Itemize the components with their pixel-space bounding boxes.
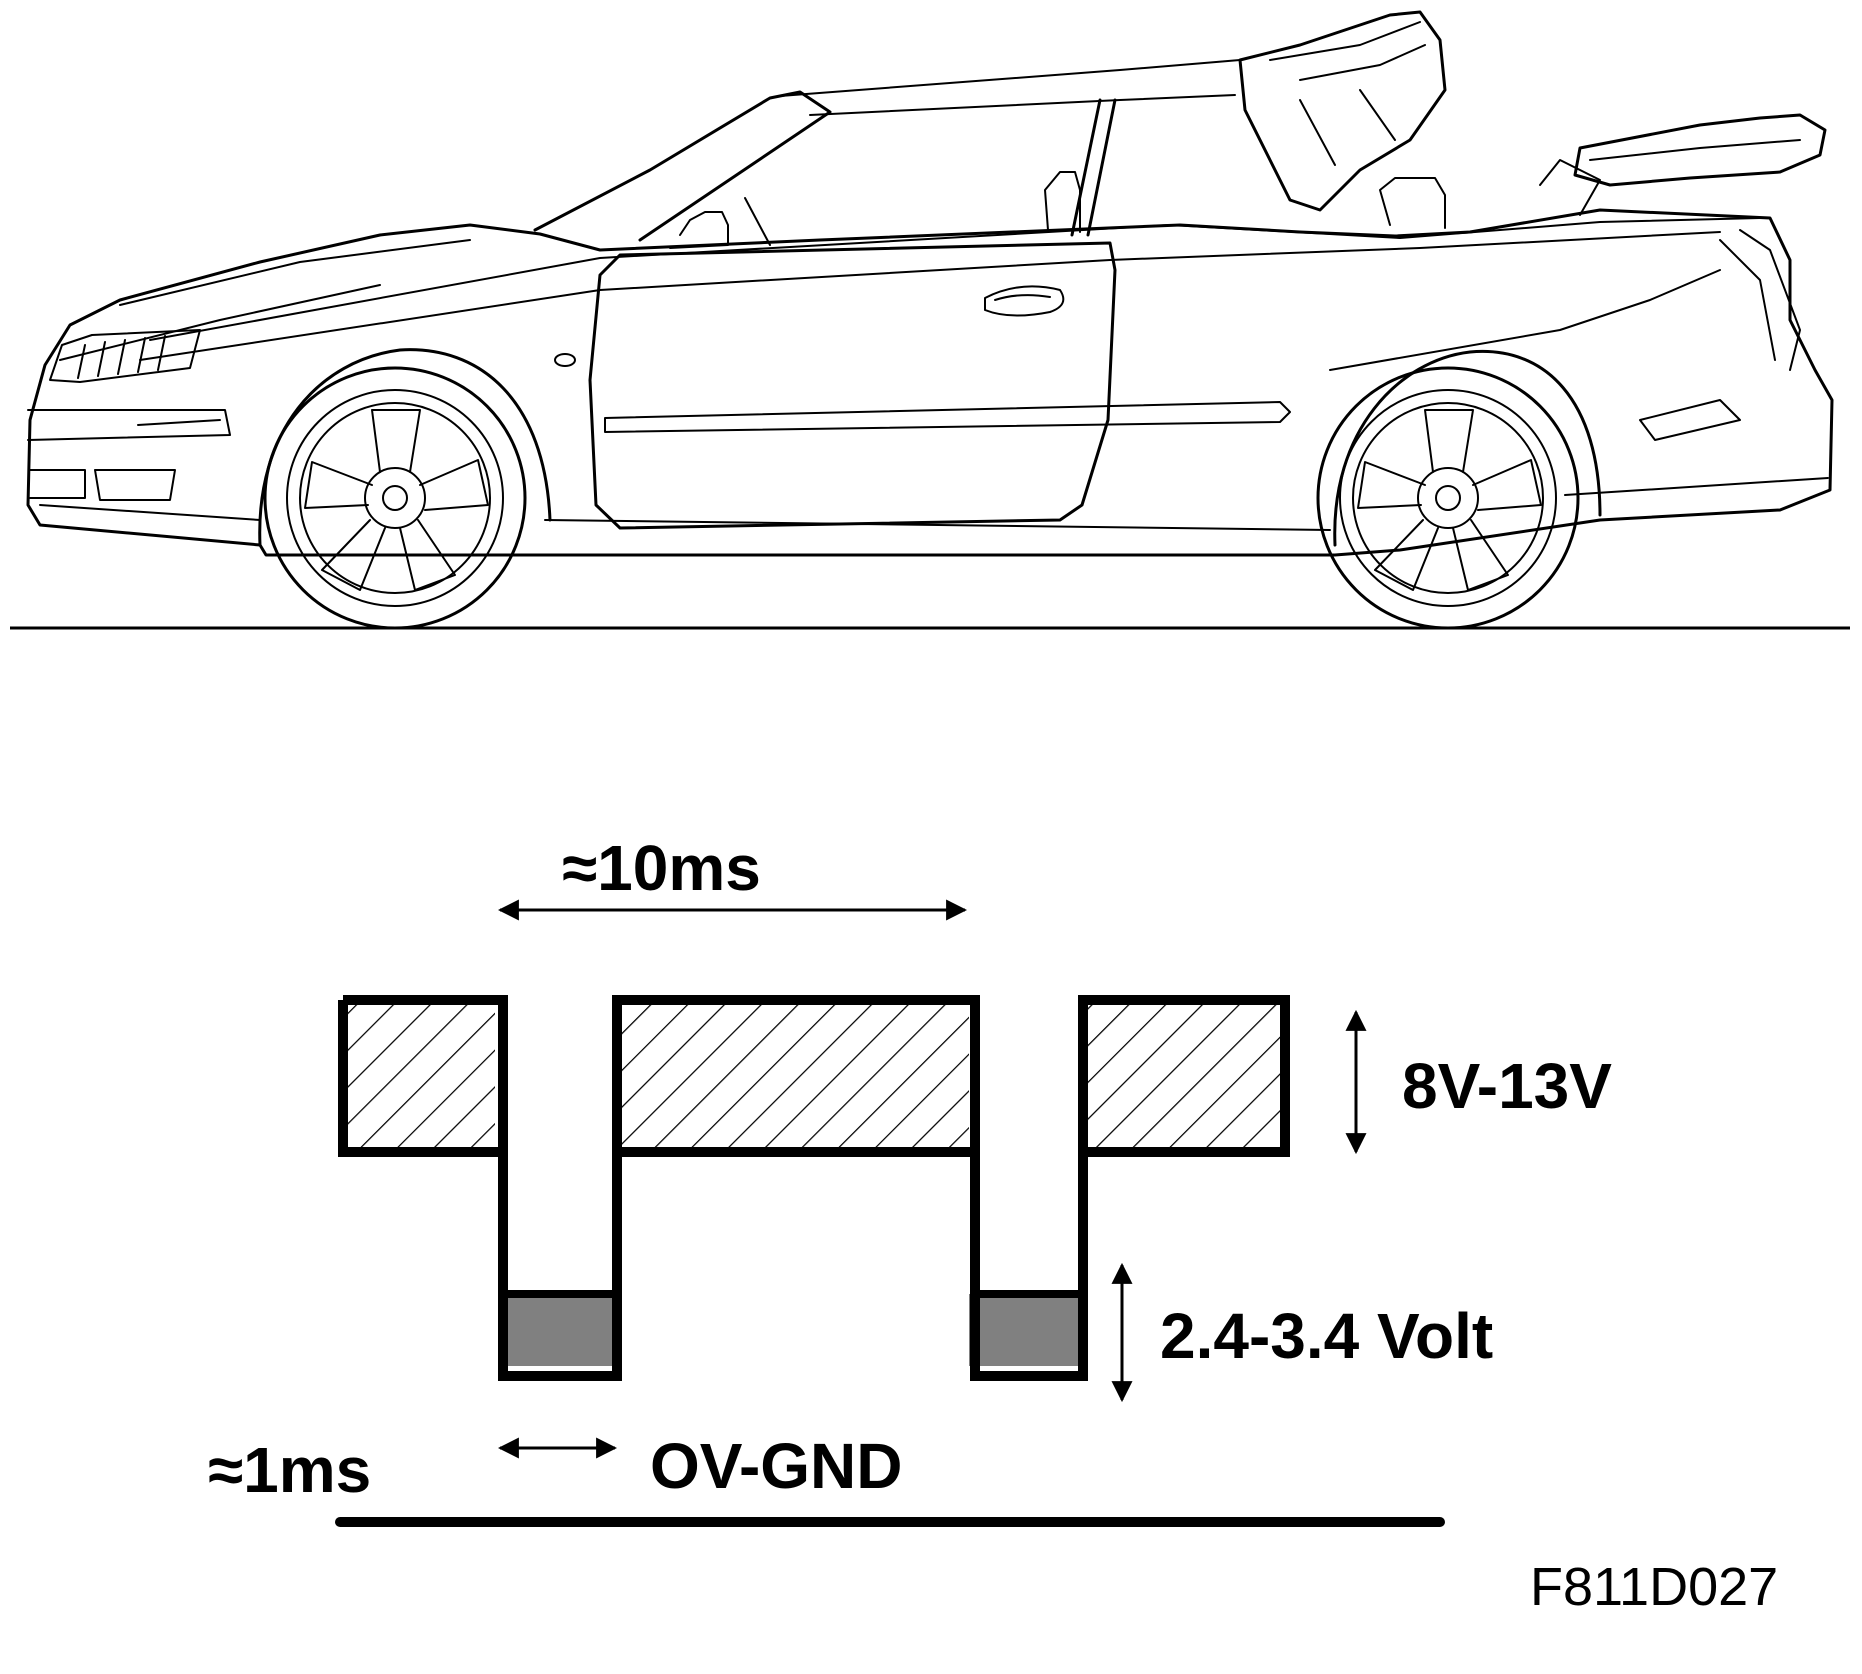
high-level-region-3 [1083,1000,1285,1152]
door-handle [984,285,1065,317]
figure-id: F811D027 [1530,1557,1778,1617]
windshield [533,90,832,242]
period-label: ≈10ms [562,832,761,904]
pulse-width-label: ≈1ms [208,1434,371,1506]
low-level-region-1 [503,1294,617,1366]
front-wheel [263,366,527,630]
soft-top [1238,10,1447,212]
door [588,241,1117,530]
pwm-signal-waveform [335,995,1445,1527]
high-level-region-1 [343,1000,495,1152]
low-level-region-2 [969,1294,1083,1366]
ground-label: OV-GND [650,1430,902,1502]
trunk-lid [1573,113,1827,187]
rear-wheel [1316,366,1580,630]
convertible-car-illustration [10,10,1850,630]
high-level-region-2 [617,1000,969,1152]
high-voltage-label: 8V-13V [1402,1050,1612,1122]
car-body [26,208,1834,557]
headlight [49,329,201,383]
low-voltage-label: 2.4-3.4 Volt [1160,1300,1493,1372]
front-seat [669,211,729,249]
